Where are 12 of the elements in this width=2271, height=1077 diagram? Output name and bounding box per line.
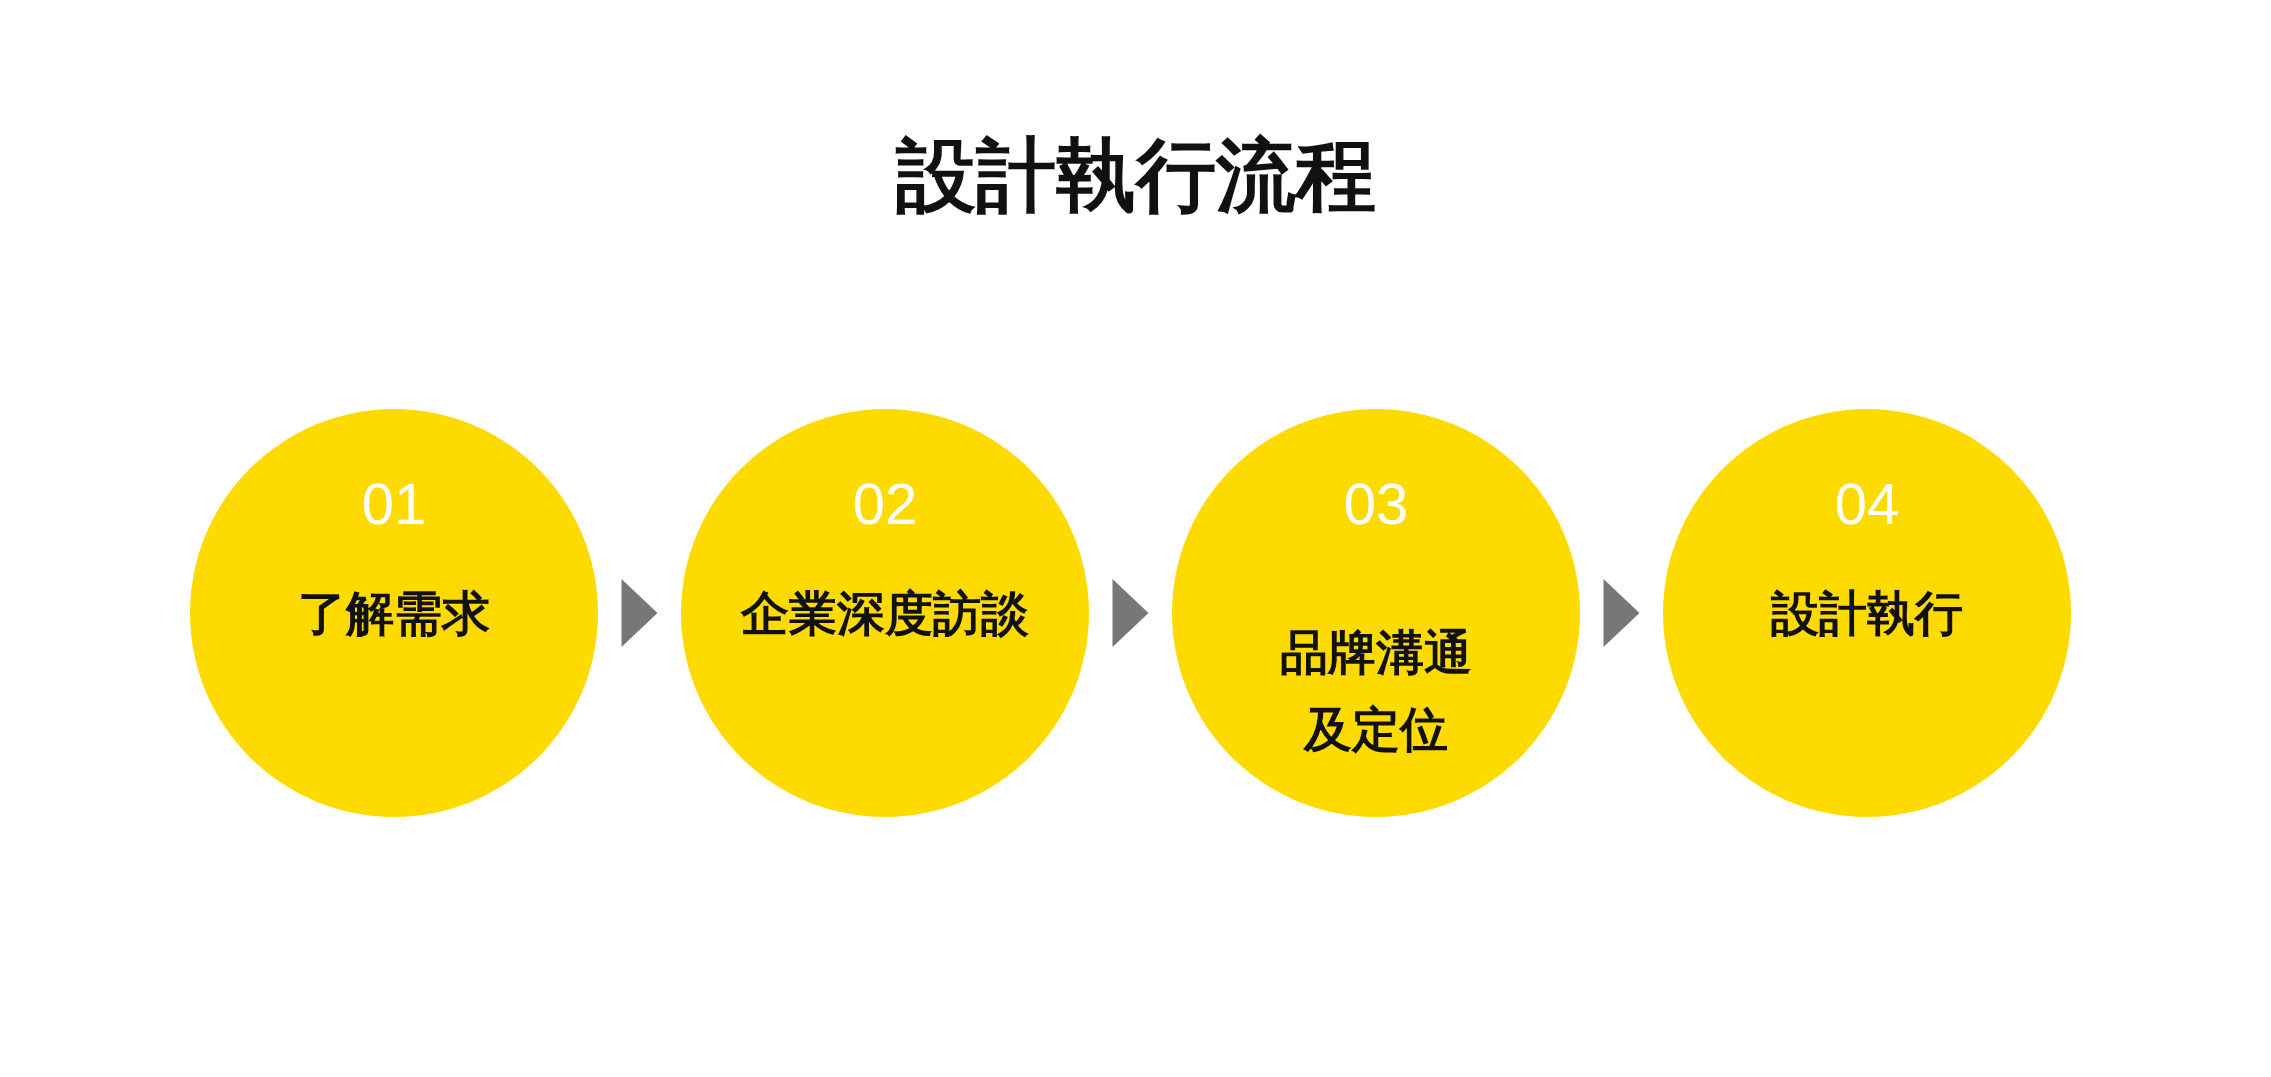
step-label: 品牌溝通及定位 <box>1279 623 1473 759</box>
step-label: 了解需求 <box>298 584 490 643</box>
arrow <box>1112 579 1149 647</box>
step-number: 03 <box>1343 475 1409 533</box>
step-number: 02 <box>852 475 918 533</box>
arrow <box>621 579 658 647</box>
step-number: 01 <box>361 475 427 533</box>
step-label: 企業深度訪談 <box>741 584 1029 643</box>
title: 設計執行流程 <box>895 128 1376 224</box>
step-number: 04 <box>1834 475 1900 533</box>
arrow <box>1603 579 1640 647</box>
step-label: 設計執行 <box>1771 584 1963 643</box>
